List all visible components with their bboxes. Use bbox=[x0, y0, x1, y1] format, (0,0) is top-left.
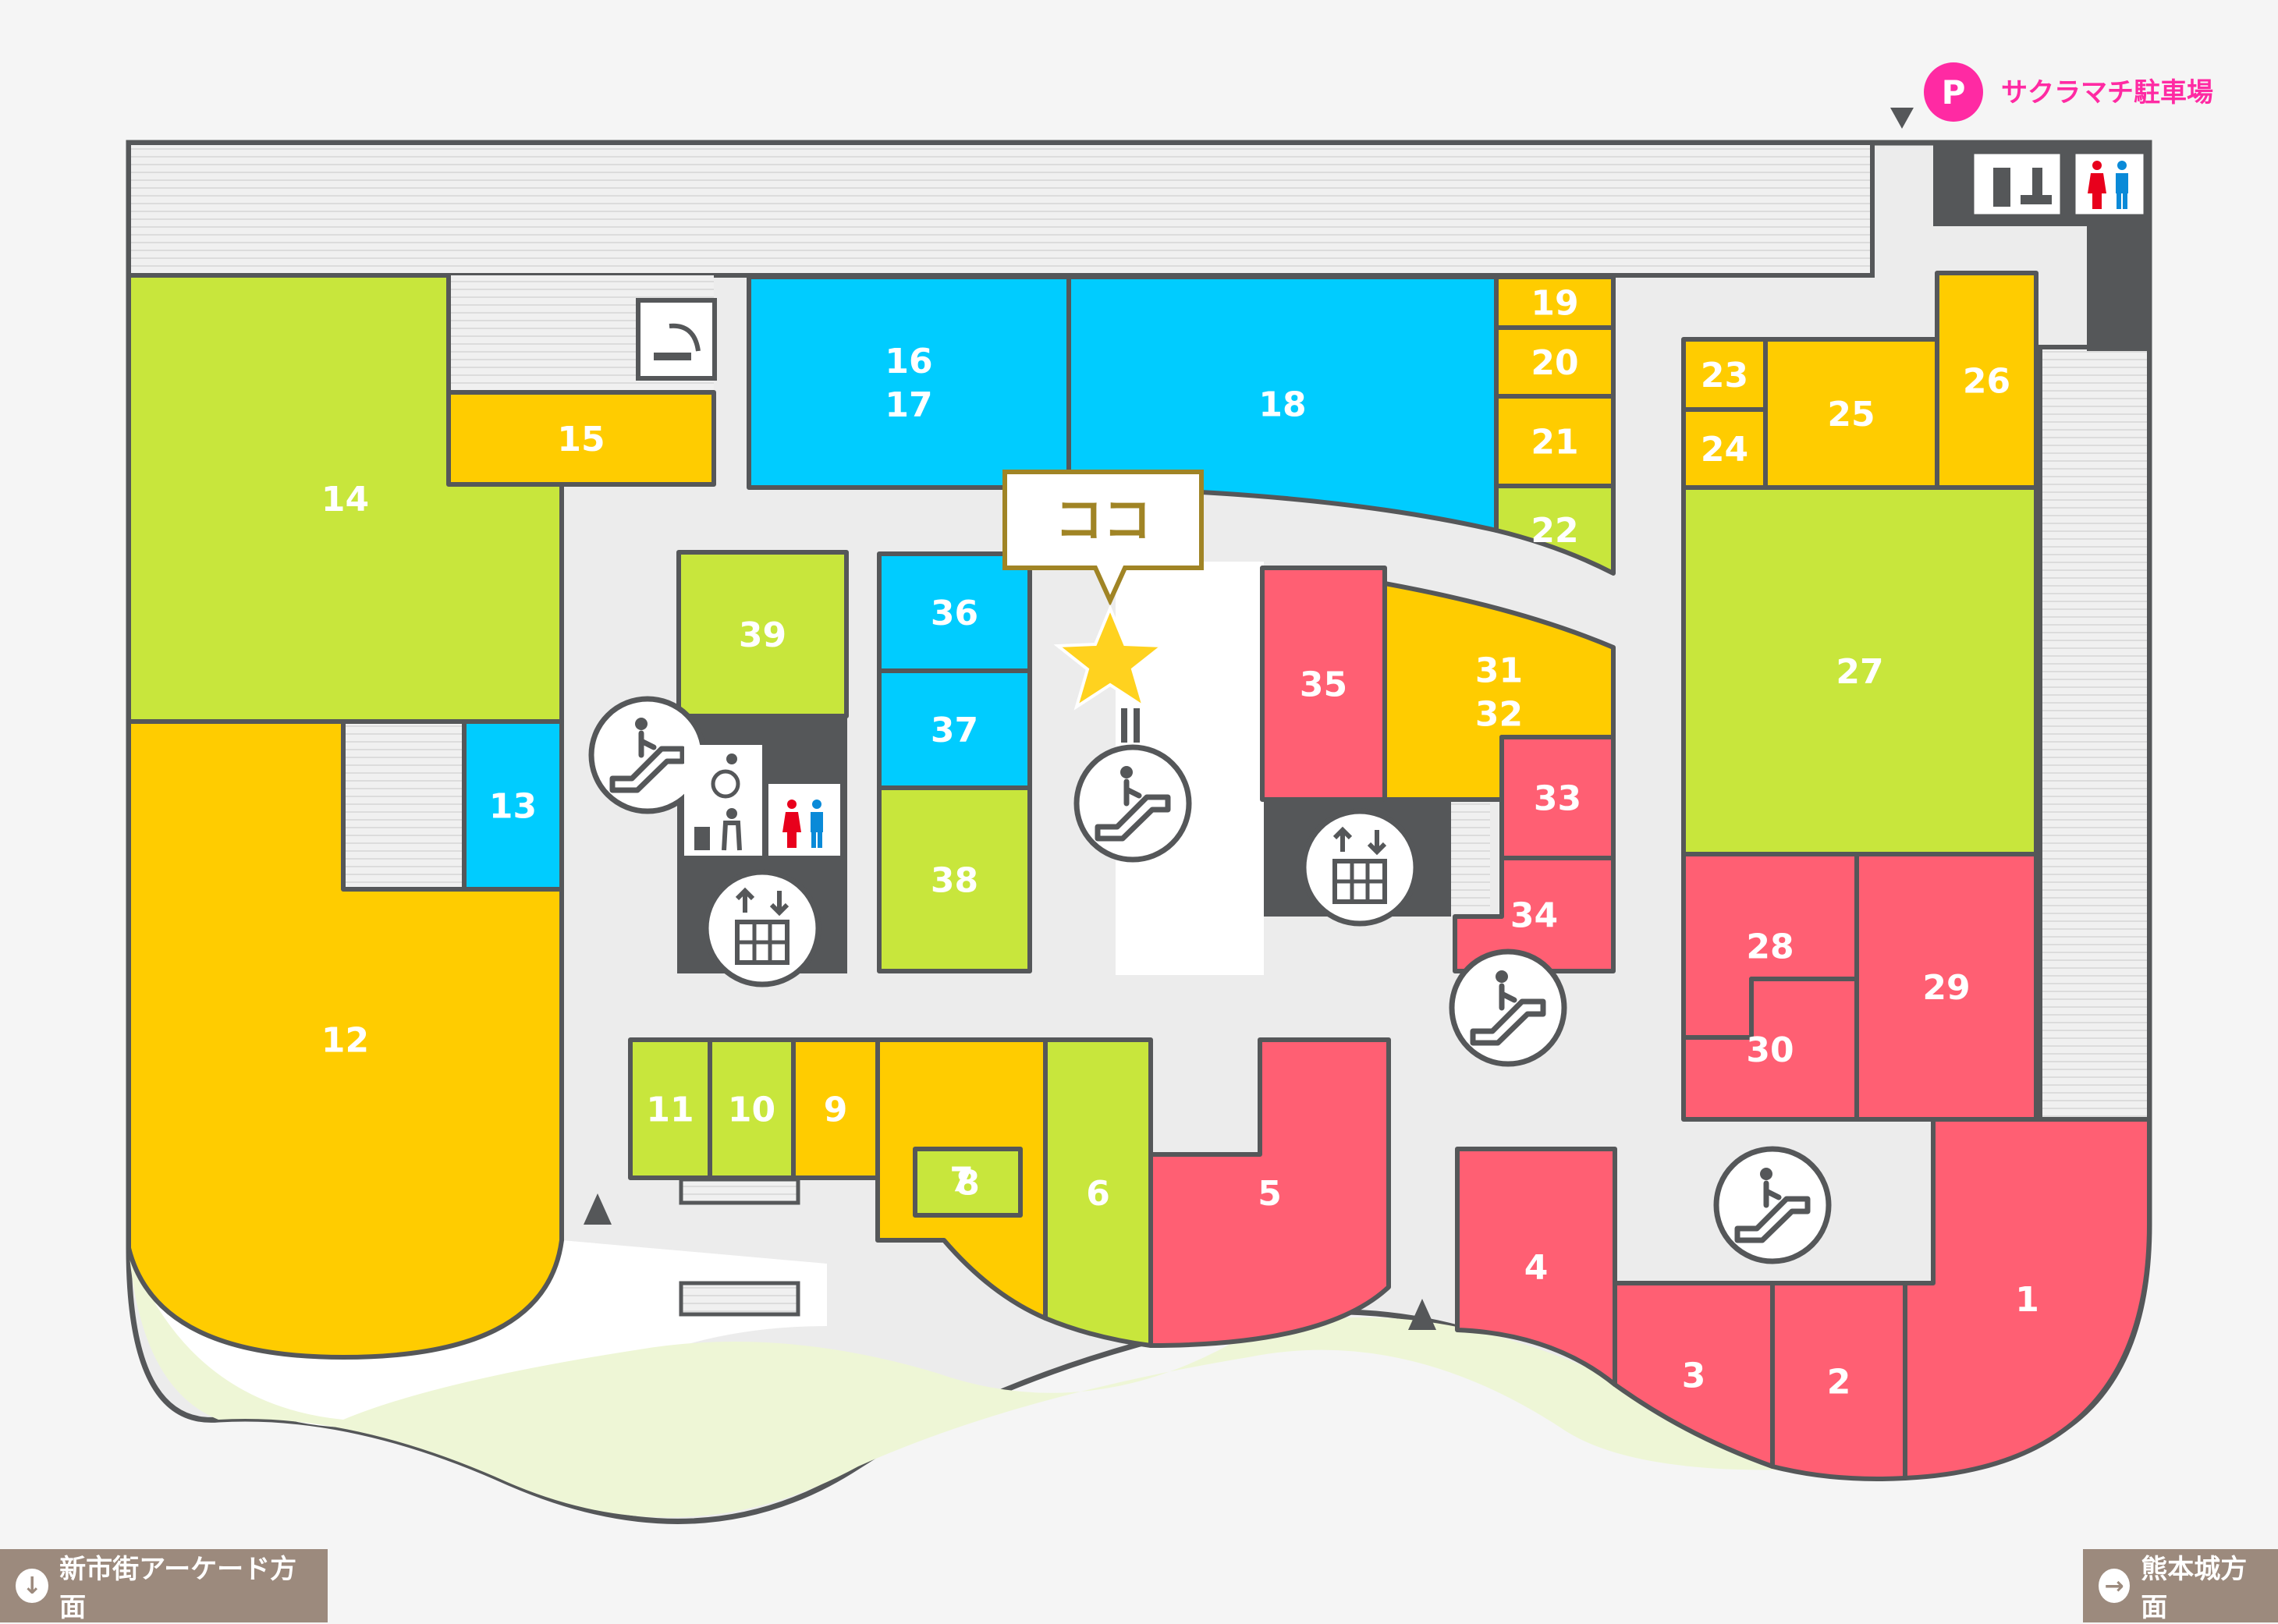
shop-number-label: 26 bbox=[1963, 362, 2010, 402]
shop-35[interactable] bbox=[1260, 566, 1387, 802]
shop-number-label: 18 bbox=[1258, 385, 1306, 425]
rooms-layer bbox=[126, 271, 2152, 1481]
shop-number-label: 31 bbox=[1475, 651, 1523, 691]
shop-number-label: 3 bbox=[1682, 1356, 1706, 1396]
shop-number-label: 10 bbox=[728, 1090, 775, 1130]
shop-number-label: 30 bbox=[1746, 1030, 1794, 1070]
shop-number-label: 11 bbox=[646, 1090, 694, 1130]
shop-36[interactable] bbox=[877, 551, 1032, 673]
shop-16-17[interactable] bbox=[747, 275, 1071, 490]
shop-number-label: 37 bbox=[931, 711, 978, 750]
shop-number-label: 17 bbox=[885, 385, 932, 425]
shop-number-label: 25 bbox=[1827, 395, 1875, 434]
shop-31-32[interactable] bbox=[1382, 581, 1616, 802]
elevator-icon[interactable] bbox=[706, 872, 818, 984]
shop-24[interactable] bbox=[1681, 407, 1768, 490]
restroom-icon[interactable] bbox=[768, 784, 840, 856]
escalator-icon[interactable] bbox=[1716, 1149, 1829, 1261]
shop-22[interactable] bbox=[1494, 484, 1616, 576]
shop-3[interactable] bbox=[1613, 1281, 1775, 1469]
direction-right-label: 熊本城方面 bbox=[2141, 1554, 2248, 1623]
shop-number-label: 6 bbox=[1086, 1174, 1110, 1214]
parking-icon bbox=[1924, 62, 1983, 122]
shop-number-label: 28 bbox=[1746, 927, 1794, 967]
shop-1[interactable] bbox=[1903, 1117, 2152, 1480]
shop-number-label: 38 bbox=[931, 861, 978, 901]
svg-text:P: P bbox=[1942, 73, 1966, 112]
shop-number-label: 33 bbox=[1534, 779, 1581, 819]
shop-number-label: 5 bbox=[1258, 1174, 1282, 1214]
shop-number-label: 39 bbox=[739, 615, 786, 655]
shop-33[interactable] bbox=[1499, 735, 1616, 860]
shop-number-label: 7 bbox=[949, 1161, 974, 1200]
shop-number-label: 27 bbox=[1836, 652, 1883, 692]
shop-13[interactable] bbox=[462, 719, 564, 892]
shop-37[interactable] bbox=[877, 668, 1032, 790]
arrow-right-icon: → bbox=[2099, 1569, 2131, 1603]
current-location-marker[interactable]: ココ bbox=[1002, 470, 1204, 743]
shop-number-label: 23 bbox=[1701, 356, 1748, 395]
accessible-restroom-icon[interactable] bbox=[684, 745, 762, 856]
stairs-icon bbox=[679, 1177, 800, 1317]
shop-number-label: 35 bbox=[1300, 665, 1347, 705]
parking-label: サクラマチ駐車場 bbox=[2001, 77, 2213, 108]
shop-15[interactable] bbox=[446, 390, 716, 487]
shop-number-label: 29 bbox=[1922, 968, 1970, 1008]
shop-number-label: 9 bbox=[824, 1090, 848, 1130]
shop-26[interactable] bbox=[1935, 271, 2038, 490]
shop-30[interactable] bbox=[1681, 977, 1859, 1122]
baby-care-icon[interactable] bbox=[1993, 168, 2052, 207]
arrow-down-icon: ↓ bbox=[16, 1569, 49, 1603]
shop-38[interactable] bbox=[877, 785, 1032, 973]
shop-34[interactable] bbox=[1453, 856, 1616, 973]
shop-27[interactable] bbox=[1681, 485, 2038, 856]
shop-19[interactable] bbox=[1494, 275, 1616, 330]
smoking-area-icon[interactable] bbox=[636, 298, 717, 381]
shop-number-label: 32 bbox=[1475, 695, 1523, 735]
direction-left-label: 新市街アーケード方面 bbox=[59, 1554, 297, 1623]
shop-39[interactable] bbox=[676, 550, 849, 718]
shop-number-label: 19 bbox=[1531, 284, 1578, 324]
shop-12[interactable] bbox=[126, 719, 564, 1360]
shop-number-label: 2 bbox=[1827, 1363, 1851, 1402]
shop-number-label: 4 bbox=[1524, 1248, 1549, 1288]
shop-number-label: 24 bbox=[1701, 430, 1748, 470]
shop-8[interactable] bbox=[913, 1147, 1023, 1218]
shop-number-label: 34 bbox=[1510, 896, 1558, 936]
direction-shinshigai-button[interactable]: ↓ 新市街アーケード方面 bbox=[0, 1549, 328, 1623]
shop-number-label: 21 bbox=[1531, 423, 1578, 463]
shop-number-label: 20 bbox=[1531, 343, 1578, 383]
escalator-icon[interactable] bbox=[1077, 747, 1189, 860]
escalator-icon[interactable] bbox=[1452, 952, 1564, 1064]
elevator-icon[interactable] bbox=[1304, 811, 1416, 924]
shop-number-label: 13 bbox=[489, 787, 537, 827]
shop-29[interactable] bbox=[1854, 852, 2038, 1122]
current-location-label: ココ bbox=[1055, 491, 1151, 548]
direction-kumamoto-castle-button[interactable]: → 熊本城方面 bbox=[2083, 1549, 2278, 1623]
shop-number-label: 36 bbox=[931, 594, 978, 633]
shop-number-label: 16 bbox=[885, 342, 932, 381]
shop-number-label: 22 bbox=[1531, 511, 1578, 551]
shop-number-label: 1 bbox=[2015, 1280, 2039, 1320]
parking-link[interactable]: P サクラマチ駐車場 bbox=[1924, 62, 2213, 122]
shop-number-label: 8 bbox=[956, 1164, 980, 1204]
star-icon bbox=[1053, 604, 1167, 711]
entrance-arrow-icon bbox=[584, 108, 1914, 1330]
shop-number-label: 14 bbox=[321, 480, 369, 519]
shop-5[interactable] bbox=[1148, 1037, 1391, 1348]
shop-4[interactable] bbox=[1455, 1147, 1617, 1387]
shop-number-label: 12 bbox=[321, 1021, 369, 1061]
shop-number-label: 15 bbox=[557, 420, 605, 459]
